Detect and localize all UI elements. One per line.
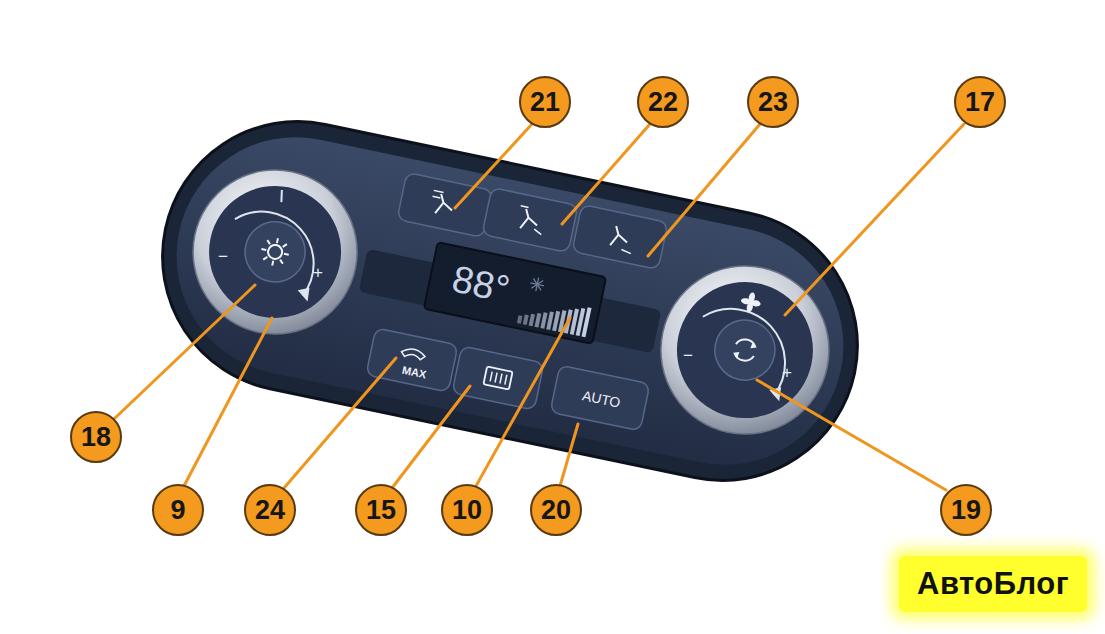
rotation-arrow [690,302,795,396]
button-face [452,346,544,410]
airflow-icon [433,190,444,198]
node-text: AUTO [580,388,621,410]
leader-line [785,124,964,315]
callout-number: 20 [530,484,582,536]
leader-line [757,380,946,490]
fan-knob [646,251,845,450]
button-face [366,328,458,392]
airflow-button [572,205,668,270]
knob-ring [646,251,845,450]
max-defrost-button [366,328,458,392]
button-face [550,365,650,431]
callout-number: 10 [441,484,493,536]
knob-ring [178,155,372,349]
rear-defrost-button [452,346,544,410]
heater-lines [490,372,507,385]
arrow-head [296,285,311,301]
watermark: АвтоБлог [899,556,1087,612]
knob-minus: − [216,247,230,266]
snowflake-icon [529,276,546,293]
leader-line [648,124,760,256]
temperature-readout: 88° [444,257,517,313]
knob-face [197,174,353,330]
panel-outline [138,97,882,505]
leader-line [476,318,570,486]
panel-face [155,115,865,486]
node-text: 88° [448,260,512,311]
callout-number: 9 [152,484,204,536]
display [424,242,606,344]
leader-line [455,124,532,208]
callout-number: 24 [244,484,296,536]
gear-icon [259,235,292,268]
knob-minus: − [681,346,695,365]
button-label: MAX [397,362,432,384]
leader-line [115,285,255,418]
leader-lines [115,124,964,490]
arrow-head [732,351,739,359]
airflow-icon [621,250,631,254]
airflow-icon [516,206,546,235]
leader-line [392,386,470,488]
button-label: AUTO [576,385,625,413]
arrow-head [750,341,757,349]
leader-line [560,424,578,486]
node-text: MAX [401,365,427,381]
callout-number: 18 [70,411,122,463]
callout-number: 15 [355,484,407,536]
tick-mark [279,190,283,202]
leader-line [184,318,272,486]
callout-number: 22 [637,76,689,128]
seat-icon [610,226,630,249]
leader-line [284,358,396,488]
rotation-arrow [222,206,323,297]
auto-button [550,365,650,431]
panel-body [138,97,882,505]
windshield-icon [401,347,426,361]
callout-number: 23 [747,76,799,128]
callout-number: 17 [954,76,1006,128]
leader-line [562,124,650,224]
knob-plus: + [311,263,325,282]
fan-bar-graph [517,294,592,338]
rear-window-icon [483,367,512,390]
button-face [572,205,668,270]
callout-number: 21 [519,76,571,128]
seat-icon [520,209,540,232]
knob-plus: + [780,363,794,382]
display-screen [424,242,606,344]
temperature-knob [178,155,372,349]
callout-number: 19 [940,484,992,536]
fan-icon [739,290,763,314]
